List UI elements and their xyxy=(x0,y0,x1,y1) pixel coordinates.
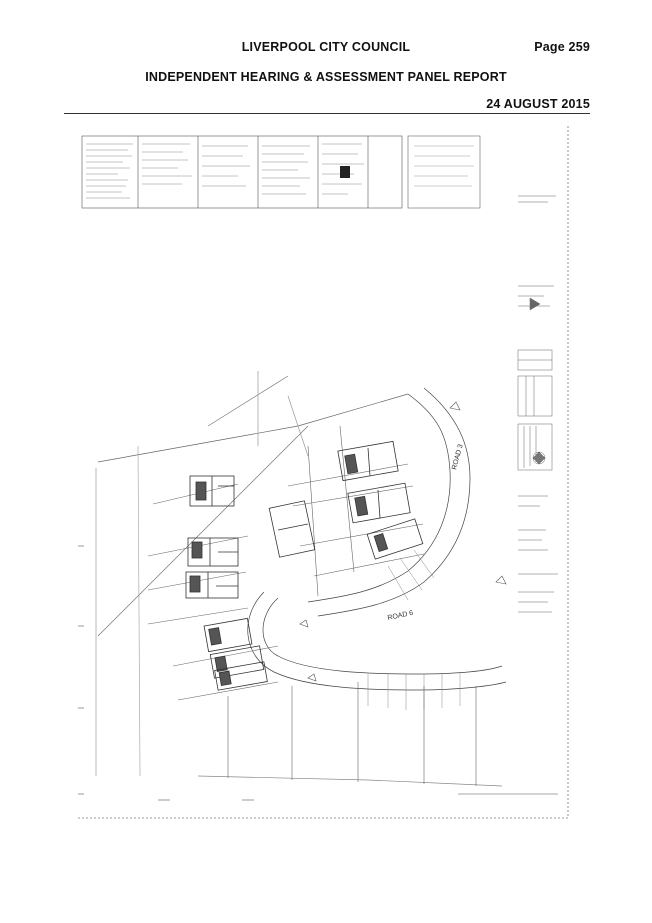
site-plan xyxy=(95,371,507,787)
dwelling-4 xyxy=(203,617,253,653)
dwelling-8 xyxy=(337,440,399,482)
grid-markers xyxy=(78,545,558,801)
dwelling-10 xyxy=(366,518,424,560)
dwelling-5 xyxy=(209,645,265,679)
road-6-label: ROAD 6 xyxy=(387,610,414,622)
dwelling-1 xyxy=(189,475,235,507)
road-3-label: ROAD 3 xyxy=(451,443,465,470)
page-number: Page 259 xyxy=(534,40,590,54)
drawing-notes-block xyxy=(81,135,481,209)
dwelling-7 xyxy=(268,500,316,558)
report-title: INDEPENDENT HEARING & ASSESSMENT PANEL R… xyxy=(145,70,507,84)
council-name: LIVERPOOL CITY COUNCIL xyxy=(241,40,411,54)
dwelling-9 xyxy=(347,482,411,524)
sheet-border xyxy=(78,126,569,819)
dwelling-2 xyxy=(187,537,239,567)
title-block xyxy=(517,195,558,613)
dwelling-6 xyxy=(214,661,268,691)
site-plan-drawing: ROAD 3 ROAD 6 xyxy=(78,126,569,819)
dwelling-3 xyxy=(185,571,239,599)
header-divider xyxy=(64,113,590,114)
report-date: 24 AUGUST 2015 xyxy=(486,97,590,111)
